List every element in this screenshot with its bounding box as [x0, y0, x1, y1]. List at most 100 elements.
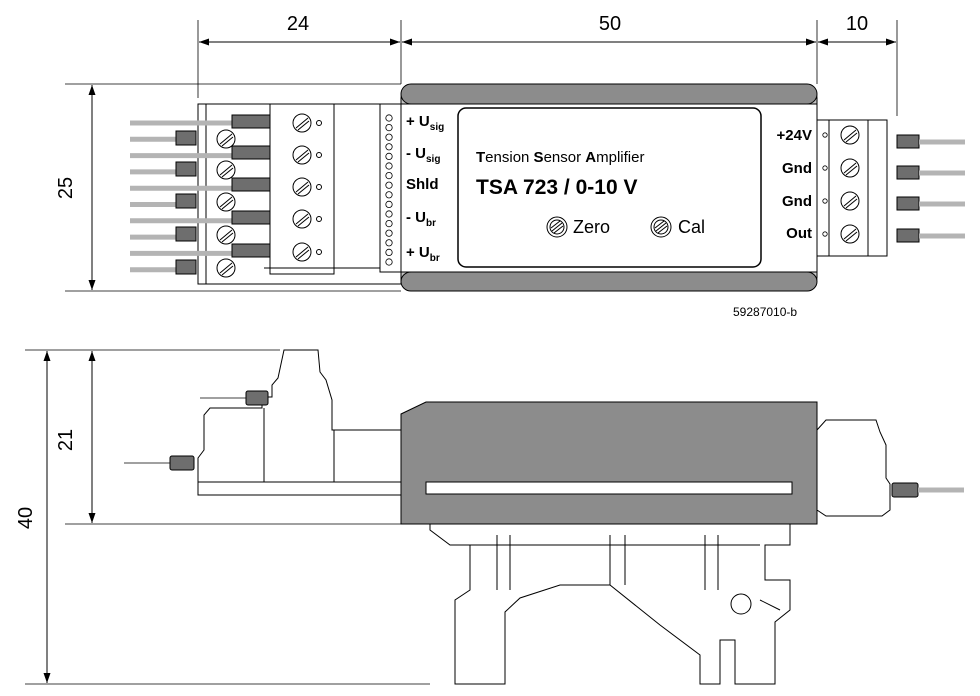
screw-icon: [216, 258, 236, 278]
pin-ring: [385, 191, 393, 199]
pin-dot: [316, 152, 322, 158]
pin-ring: [385, 143, 393, 151]
input-label-4: + Ubr: [406, 244, 440, 264]
pin-ring: [385, 162, 393, 170]
input-screws: [216, 113, 322, 278]
pin-ring: [385, 114, 393, 122]
dimension-width-left: 24: [199, 13, 400, 46]
screw-icon: [216, 160, 236, 180]
pin-dot: [316, 184, 322, 190]
screw-icon: [840, 191, 860, 211]
zero-label: Zero: [573, 217, 610, 237]
zero-potentiometer: Zero: [546, 216, 610, 238]
input-connector-side: [124, 349, 402, 496]
title-initial-1: S: [534, 149, 544, 166]
output-label-0: +24V: [777, 127, 812, 144]
title-rest-0: ension: [485, 149, 533, 166]
screw-icon: [292, 145, 312, 165]
module-title: Tension Sensor Amplifier: [476, 149, 644, 166]
input-label-3: - Ubr: [406, 209, 436, 229]
pin-dot: [822, 198, 828, 204]
pin-ring: [385, 220, 393, 228]
pin-ring: [385, 124, 393, 132]
output-plug: [896, 165, 920, 180]
din-rail-clip: [429, 523, 791, 685]
top-view: 24 50 10 25: [55, 13, 965, 319]
input-plug: [231, 177, 271, 192]
title-initial-2: A: [585, 149, 596, 166]
output-wires: [896, 134, 965, 243]
input-plug: [231, 145, 271, 160]
input-plug: [175, 259, 197, 275]
pin-ring: [385, 133, 393, 141]
title-initial-0: T: [476, 149, 485, 166]
input-plug: [231, 114, 271, 129]
input-plug: [175, 193, 197, 209]
pin-ring: [385, 152, 393, 160]
pin-ring: [385, 239, 393, 247]
input-wires: [130, 114, 271, 275]
dimension-width-right: 10: [818, 13, 896, 46]
pin-ring: [385, 200, 393, 208]
input-plug: [175, 161, 197, 177]
pin-dot: [822, 165, 828, 171]
input-label-1: - Usig: [406, 145, 440, 165]
pin-ring: [385, 248, 393, 256]
pin-ring: [385, 229, 393, 237]
pin-dot: [316, 216, 322, 222]
zero-pot-icon: [546, 216, 568, 238]
dim-label-25: 25: [55, 177, 77, 199]
input-plug: [231, 210, 271, 225]
dimension-height-total: 40: [15, 351, 51, 683]
amplifier-housing-top: [400, 83, 818, 292]
dimension-height-top: 25: [55, 85, 96, 290]
pin-rings: [385, 114, 393, 266]
input-plug: [231, 243, 271, 258]
output-connector-side: [816, 419, 964, 517]
title-rest-2: mplifier: [596, 149, 644, 166]
dim-label-21: 21: [55, 429, 77, 451]
pin-ring: [385, 210, 393, 218]
output-label-3: Out: [786, 225, 812, 242]
output-label-1: Gnd: [782, 160, 812, 177]
screw-icon: [840, 224, 860, 244]
screw-icon: [840, 158, 860, 178]
output-plug: [896, 134, 920, 149]
input-plug: [175, 226, 197, 242]
input-label-2: Shld: [406, 176, 439, 193]
amplifier-housing-side: [400, 401, 818, 525]
dimension-height-side: 21: [55, 351, 96, 523]
screw-icon: [292, 209, 312, 229]
pin-dot: [822, 132, 828, 138]
screw-icon: [216, 129, 236, 149]
output-plug: [896, 228, 920, 243]
pin-dot: [822, 231, 828, 237]
cal-potentiometer: Cal: [650, 216, 705, 238]
screw-icon: [292, 113, 312, 133]
pin-ring: [385, 258, 393, 266]
screw-icon: [216, 192, 236, 212]
screw-icon: [292, 177, 312, 197]
module-model: TSA 723 / 0-10 V: [476, 176, 637, 199]
dim-label-50: 50: [599, 13, 621, 35]
part-number: 59287010-b: [733, 305, 797, 319]
dim-label-40: 40: [15, 507, 37, 529]
output-screws: [822, 125, 860, 244]
dim-label-24: 24: [287, 13, 309, 35]
screw-icon: [216, 225, 236, 245]
screw-icon: [292, 242, 312, 262]
cal-label: Cal: [678, 217, 705, 237]
dimension-width-mid: 50: [402, 13, 816, 46]
title-rest-1: ensor: [544, 149, 586, 166]
pin-ring: [385, 181, 393, 189]
pin-ring: [385, 172, 393, 180]
input-label-0: + Usig: [406, 113, 444, 133]
dim-label-10: 10: [846, 13, 868, 35]
input-plug: [175, 130, 197, 146]
output-plug: [896, 196, 920, 211]
pin-dot: [316, 249, 322, 255]
side-view: 21 40: [15, 349, 964, 685]
